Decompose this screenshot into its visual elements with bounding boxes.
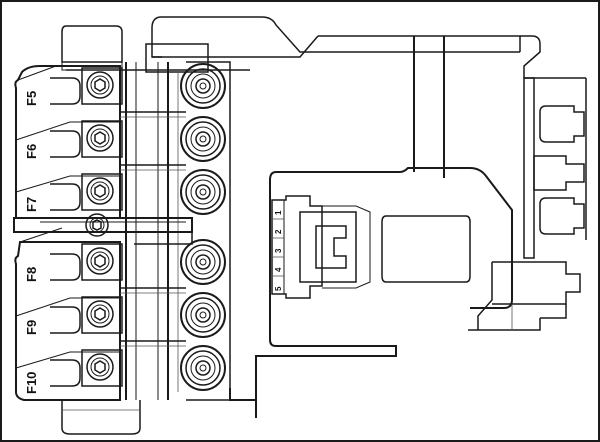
screw-heads-group [85,71,114,381]
cable-slot-f9 [50,306,81,334]
connector-pin-strip [271,199,285,295]
cable-slot-f5 [50,77,81,105]
connector-pin-label-5: 5 [274,286,283,291]
body-bottom-left-step [255,345,397,418]
screw-housing-f10 [81,349,123,387]
carrier-chamfer-1 [17,65,57,81]
right-shell-outline [520,35,587,259]
bracket-diagonal [477,262,493,330]
terminal-nut-f9 [180,292,226,338]
connector-outer-shell [271,195,323,299]
tab-top [539,105,585,143]
screw-housing-f5 [81,67,123,105]
fuse-label-f10: F10 [24,372,39,394]
screw-head-f6 [86,124,114,152]
cable-slot-f6 [50,130,81,158]
screw-head-f5 [86,71,114,99]
fuse-label-f8: F8 [24,267,39,282]
terminal-nut-f7 [180,169,226,215]
top-center-boss [145,43,209,73]
terminal-nuts-group [180,63,226,391]
body-inner-dividers [413,36,445,178]
screw-housing-f9 [81,296,123,334]
screw-housing-f6 [81,120,123,158]
carrier-bottom-foot [61,400,141,435]
terminal-nut-f8 [180,239,226,285]
top-cover-taper-upper [160,16,520,53]
screw-head-f8 [86,247,114,275]
tab-bottom [539,197,585,235]
lower-right-bracket [468,261,581,331]
terminal-nut-f5 [180,63,226,109]
carrier-right-skirt [186,61,231,401]
carrier-chamfer-3 [15,175,120,193]
screw-head-f9 [86,300,114,328]
bracket-hook-profile [492,261,581,305]
fuse-carrier-block [13,61,256,435]
tab-middle [533,155,585,191]
terminal-nut-f10 [180,345,226,391]
connector-pin-label-3: 3 [274,248,283,253]
body-right-step [470,252,513,309]
terminal-nut-f6 [180,116,226,162]
carrier-chamfer-6 [19,227,63,243]
right-shell-top-step [520,35,541,78]
carrier-chamfer-2 [15,121,120,141]
top-cover-lower-edge [152,35,319,58]
center-divider-tab [134,231,193,245]
cable-slot-f7 [50,183,81,211]
carrier-chamfer-5 [15,351,120,369]
connector-keyway-frame [299,211,357,283]
screw-housing-f8 [81,243,123,281]
screw-housing-f7 [81,173,123,211]
top-cover-left-edge [151,16,162,58]
center-hex-nut [85,213,109,237]
connector-pin-label-2: 2 [274,229,283,234]
carrier-chamfer-4 [15,297,120,317]
main-body-outline [255,167,513,418]
connector-side-wall [322,205,371,289]
right-mounting-tabs [533,105,585,235]
fuse-label-f9: F9 [24,320,39,335]
screw-head-f7 [86,177,114,205]
carrier-body-lower [14,241,121,401]
screw-head-f10 [86,353,114,381]
carrier-body-upper [14,65,121,219]
body-left-contour [269,171,290,347]
cable-slot-f8 [50,253,81,281]
carrier-to-body-link [229,388,256,401]
connector-pin-label-4: 4 [274,267,283,272]
fuse-label-f5: F5 [24,91,39,106]
body-top-contour [276,167,513,252]
connector-pin-label-1: 1 [274,210,283,215]
relay-socket-pocket [381,215,471,283]
bracket-foot [468,318,541,331]
numbered-connector-block [271,195,471,299]
fuse-label-f7: F7 [24,197,39,212]
cable-slot-f10 [50,359,81,387]
fuse-labels-group: F5 F6 F7 F8 F9 F10 [24,91,39,394]
fuse-label-f6: F6 [24,144,39,159]
bracket-foot-step [540,304,567,319]
connector-pin-labels-group: 1 2 3 4 5 [274,210,283,291]
